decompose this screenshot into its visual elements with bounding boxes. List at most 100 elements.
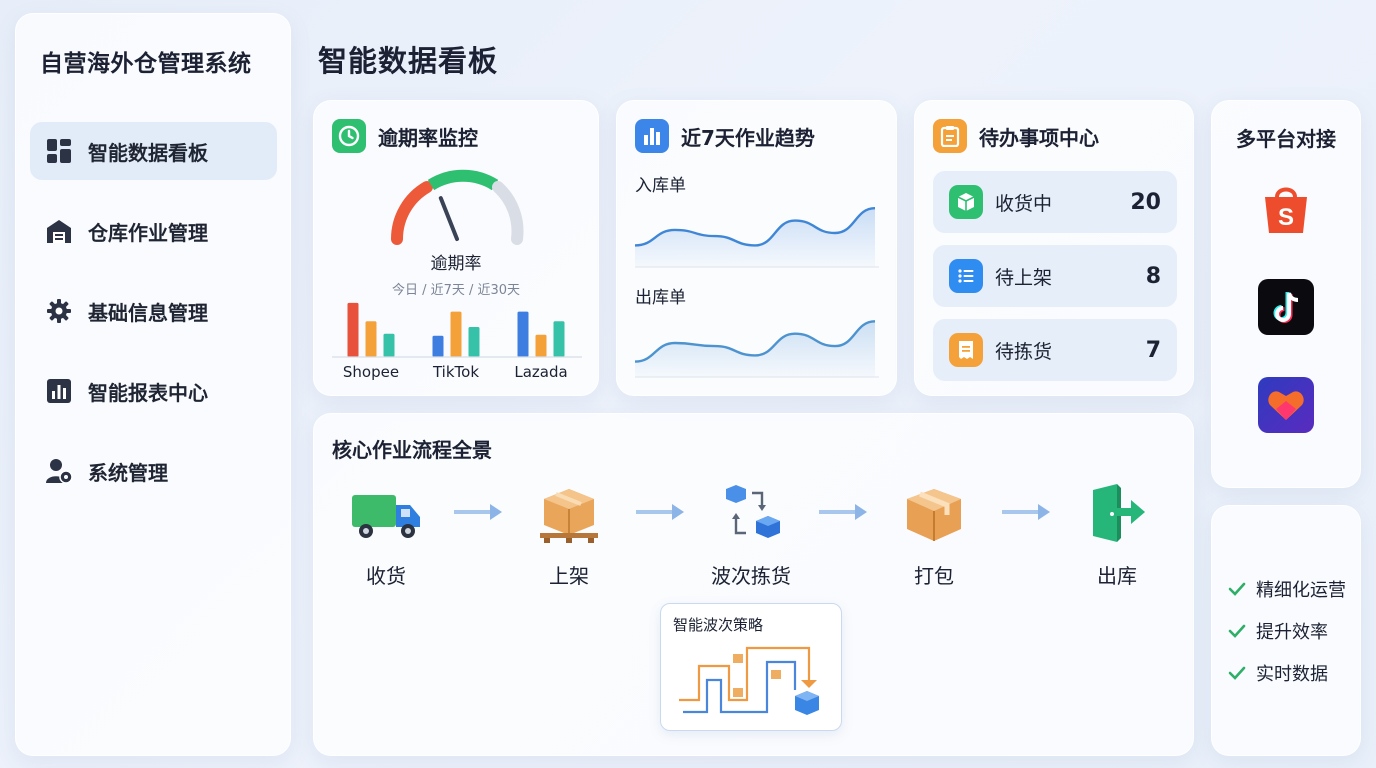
card-title: 核心作业流程全景 bbox=[332, 438, 492, 462]
warehouse-icon bbox=[44, 216, 74, 246]
inbound-trend-chart bbox=[635, 207, 879, 268]
feature-item: 提升效率 bbox=[1226, 618, 1328, 644]
inbound-line bbox=[635, 207, 876, 247]
step-label: 收货 bbox=[366, 564, 406, 588]
app-title: 自营海外仓管理系统 bbox=[40, 51, 252, 77]
todo-label: 待上架 bbox=[995, 266, 1053, 289]
card-header: 近7天作业趋势 bbox=[635, 119, 815, 153]
gear-icon bbox=[44, 296, 74, 326]
check-icon bbox=[1226, 620, 1248, 642]
flow-arrow-icon bbox=[636, 504, 684, 520]
flow-step-wave-picking[interactable]: 波次拣货 bbox=[696, 482, 806, 589]
sidebar-item-dashboard[interactable]: 智能数据看板 bbox=[30, 122, 277, 180]
overdue-gauge bbox=[390, 169, 524, 245]
todo-label: 待拣货 bbox=[995, 340, 1053, 363]
flow-step-outbound[interactable]: 出库 bbox=[1062, 482, 1172, 589]
todo-item-picking[interactable]: 待拣货 7 bbox=[933, 319, 1177, 381]
bar-shopee-1 bbox=[365, 321, 377, 357]
bar-lazada-2 bbox=[553, 321, 565, 357]
dashboard-grid-icon bbox=[44, 136, 74, 166]
overdue-rate-card: 逾期率监控 逾期率 今日 / 近7天 / 近30天 Shopee TikTok … bbox=[313, 100, 599, 396]
card-title: 近7天作业趋势 bbox=[681, 125, 815, 150]
outbound-label: 出库单 bbox=[635, 288, 686, 308]
bar-category-label: Shopee bbox=[342, 363, 400, 381]
feature-label: 精细化运营 bbox=[1256, 580, 1346, 601]
todo-label: 收货中 bbox=[995, 192, 1053, 215]
step-label: 波次拣货 bbox=[711, 564, 791, 588]
todo-card: 待办事项中心 收货中 20 待上架 8 待拣货 7 bbox=[914, 100, 1194, 396]
sidebar-item-label: 智能数据看板 bbox=[88, 140, 208, 165]
workflow-card: 核心作业流程全景 收货 上架 波次拣货 打包 出库 智能波次策略 bbox=[313, 413, 1194, 756]
bar-shopee-2 bbox=[383, 333, 395, 357]
bar-tiktok-1 bbox=[450, 311, 462, 357]
box-icon bbox=[949, 185, 983, 219]
tiktok-logo-icon[interactable] bbox=[1258, 279, 1314, 335]
bar-category-label: Lazada bbox=[514, 363, 568, 381]
flow-step-packing[interactable]: 打包 bbox=[879, 482, 989, 589]
gauge-needle bbox=[438, 196, 459, 241]
check-icon bbox=[1226, 578, 1248, 600]
clock-icon bbox=[332, 119, 366, 153]
step-label: 打包 bbox=[914, 564, 954, 588]
bar-shopee-0 bbox=[347, 302, 359, 357]
pallet-boxes-icon bbox=[531, 482, 607, 548]
inbound-area bbox=[635, 208, 875, 267]
flow-arrow-icon bbox=[454, 504, 502, 520]
sidebar-item-label: 基础信息管理 bbox=[88, 300, 208, 325]
outbound-area bbox=[635, 321, 875, 377]
page-title: 智能数据看板 bbox=[318, 44, 499, 78]
bar-chart-icon bbox=[635, 119, 669, 153]
list-icon bbox=[949, 259, 983, 293]
step-label: 上架 bbox=[549, 564, 589, 588]
gauge-label: 逾期率 bbox=[430, 254, 482, 274]
inbound-label: 入库单 bbox=[635, 176, 686, 196]
card-title: 待办事项中心 bbox=[979, 125, 1099, 150]
sidebar-item-system[interactable]: 系统管理 bbox=[30, 442, 277, 500]
feature-label: 实时数据 bbox=[1256, 664, 1328, 685]
feature-label: 提升效率 bbox=[1256, 622, 1328, 643]
flow-step-putaway[interactable]: 上架 bbox=[514, 482, 624, 589]
flow-arrow-icon bbox=[819, 504, 867, 520]
platform-card: 多平台对接 S bbox=[1211, 100, 1361, 488]
todo-count: 8 bbox=[1145, 263, 1161, 289]
trend-card: 近7天作业趋势 入库单 出库单 bbox=[616, 100, 897, 396]
receipt-icon bbox=[949, 333, 983, 367]
bar-lazada-0 bbox=[517, 311, 529, 357]
sidebar-item-warehouse[interactable]: 仓库作业管理 bbox=[30, 202, 277, 260]
todo-item-putaway[interactable]: 待上架 8 bbox=[933, 245, 1177, 307]
feature-item: 实时数据 bbox=[1226, 660, 1328, 686]
platform-bar-chart bbox=[332, 302, 582, 358]
feature-item: 精细化运营 bbox=[1226, 576, 1346, 602]
check-icon bbox=[1226, 662, 1248, 684]
clipboard-icon bbox=[933, 119, 967, 153]
sidebar-item-reports[interactable]: 智能报表中心 bbox=[30, 362, 277, 420]
sidebar-item-label: 仓库作业管理 bbox=[88, 220, 208, 245]
todo-count: 7 bbox=[1145, 337, 1161, 363]
card-header: 逾期率监控 bbox=[332, 119, 478, 153]
sidebar-item-label: 智能报表中心 bbox=[88, 380, 208, 405]
lazada-logo-icon[interactable] bbox=[1258, 377, 1314, 433]
bar-tiktok-2 bbox=[468, 327, 480, 357]
step-label: 出库 bbox=[1097, 564, 1137, 588]
sidebar-item-basic-info[interactable]: 基础信息管理 bbox=[30, 282, 277, 340]
todo-item-receiving[interactable]: 收货中 20 bbox=[933, 171, 1177, 233]
outbound-line bbox=[635, 320, 876, 363]
shopee-logo-icon[interactable]: S bbox=[1258, 181, 1314, 237]
cube-cycle-icon bbox=[713, 482, 789, 548]
flow-step-receiving[interactable]: 收货 bbox=[331, 482, 441, 589]
outbound-trend-chart bbox=[635, 320, 879, 378]
gauge-range-label: 今日 / 近7天 / 近30天 bbox=[391, 283, 521, 298]
svg-text:S: S bbox=[1278, 204, 1294, 231]
todo-count: 20 bbox=[1130, 189, 1161, 215]
features-card: 精细化运营 提升效率 实时数据 bbox=[1211, 505, 1361, 756]
strategy-title: 智能波次策略 bbox=[673, 616, 764, 634]
flow-arrow-icon bbox=[1002, 504, 1050, 520]
wave-strategy-popup: 智能波次策略 bbox=[660, 603, 842, 731]
bar-category-label: TikTok bbox=[432, 363, 480, 381]
card-title: 多平台对接 bbox=[1236, 127, 1336, 151]
sidebar: 自营海外仓管理系统 智能数据看板 仓库作业管理 基础信息管理 智能报表中心 系统… bbox=[15, 13, 291, 756]
exit-door-icon bbox=[1079, 482, 1155, 548]
bar-lazada-1 bbox=[535, 334, 547, 357]
card-title: 逾期率监控 bbox=[378, 125, 478, 150]
sidebar-item-label: 系统管理 bbox=[88, 460, 168, 485]
